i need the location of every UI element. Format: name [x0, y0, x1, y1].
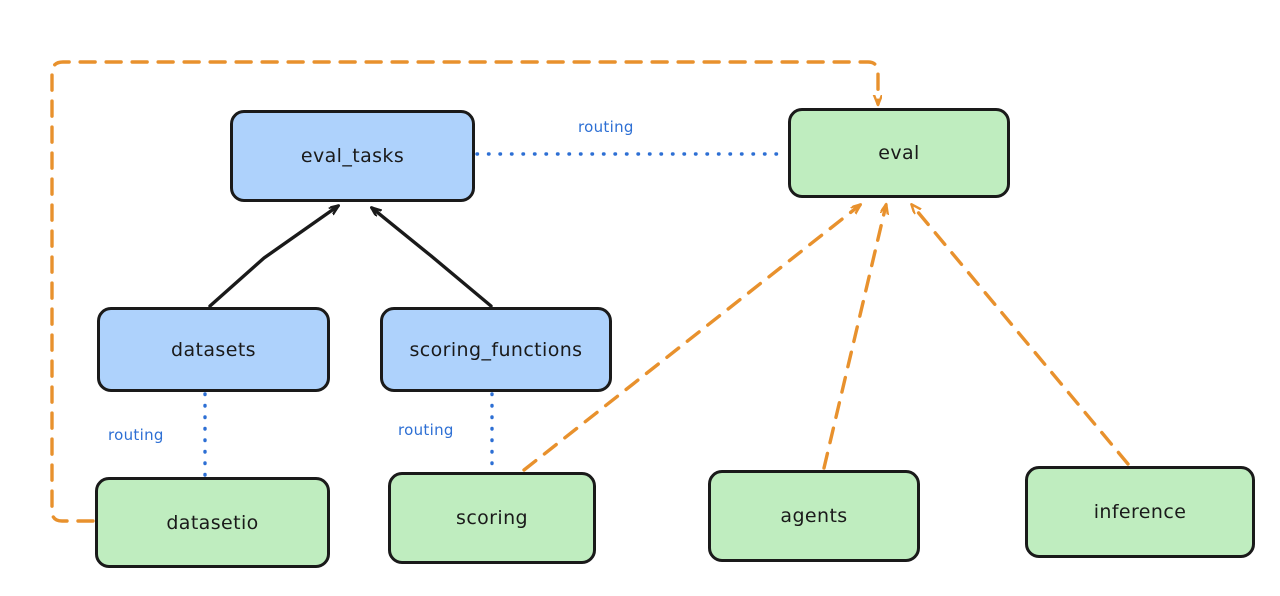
edge-agents-to-eval [822, 205, 886, 470]
edge-label-routing-eval-tasks-eval: routing [578, 118, 634, 136]
edge-label-routing-datasets-datasetio: routing [108, 426, 164, 444]
node-inference[interactable]: inference [1025, 466, 1255, 558]
node-eval[interactable]: eval [788, 108, 1010, 198]
node-label: scoring_functions [409, 338, 583, 361]
edge-inference-to-eval [912, 205, 1130, 466]
node-datasetio[interactable]: datasetio [95, 477, 330, 568]
edge-scoring-to-eval [522, 205, 860, 472]
edge-datasets-to-eval-tasks [208, 206, 338, 308]
node-label: scoring [456, 507, 528, 529]
node-label: datasetio [166, 511, 259, 534]
node-label: agents [780, 505, 848, 527]
node-label: eval [878, 142, 920, 164]
node-datasets[interactable]: datasets [97, 307, 330, 392]
node-scoring[interactable]: scoring [388, 472, 596, 564]
edge-datasetio-to-eval [50, 60, 878, 523]
node-eval-tasks[interactable]: eval_tasks [230, 110, 475, 202]
node-label: inference [1093, 501, 1187, 523]
node-agents[interactable]: agents [708, 470, 920, 562]
node-scoring-functions[interactable]: scoring_functions [380, 307, 612, 392]
edge-label-routing-scoring-functions-scoring: routing [398, 421, 454, 439]
node-label: datasets [171, 338, 256, 361]
edge-scoring-functions-to-eval-tasks [372, 208, 493, 308]
node-label: eval_tasks [300, 145, 405, 167]
